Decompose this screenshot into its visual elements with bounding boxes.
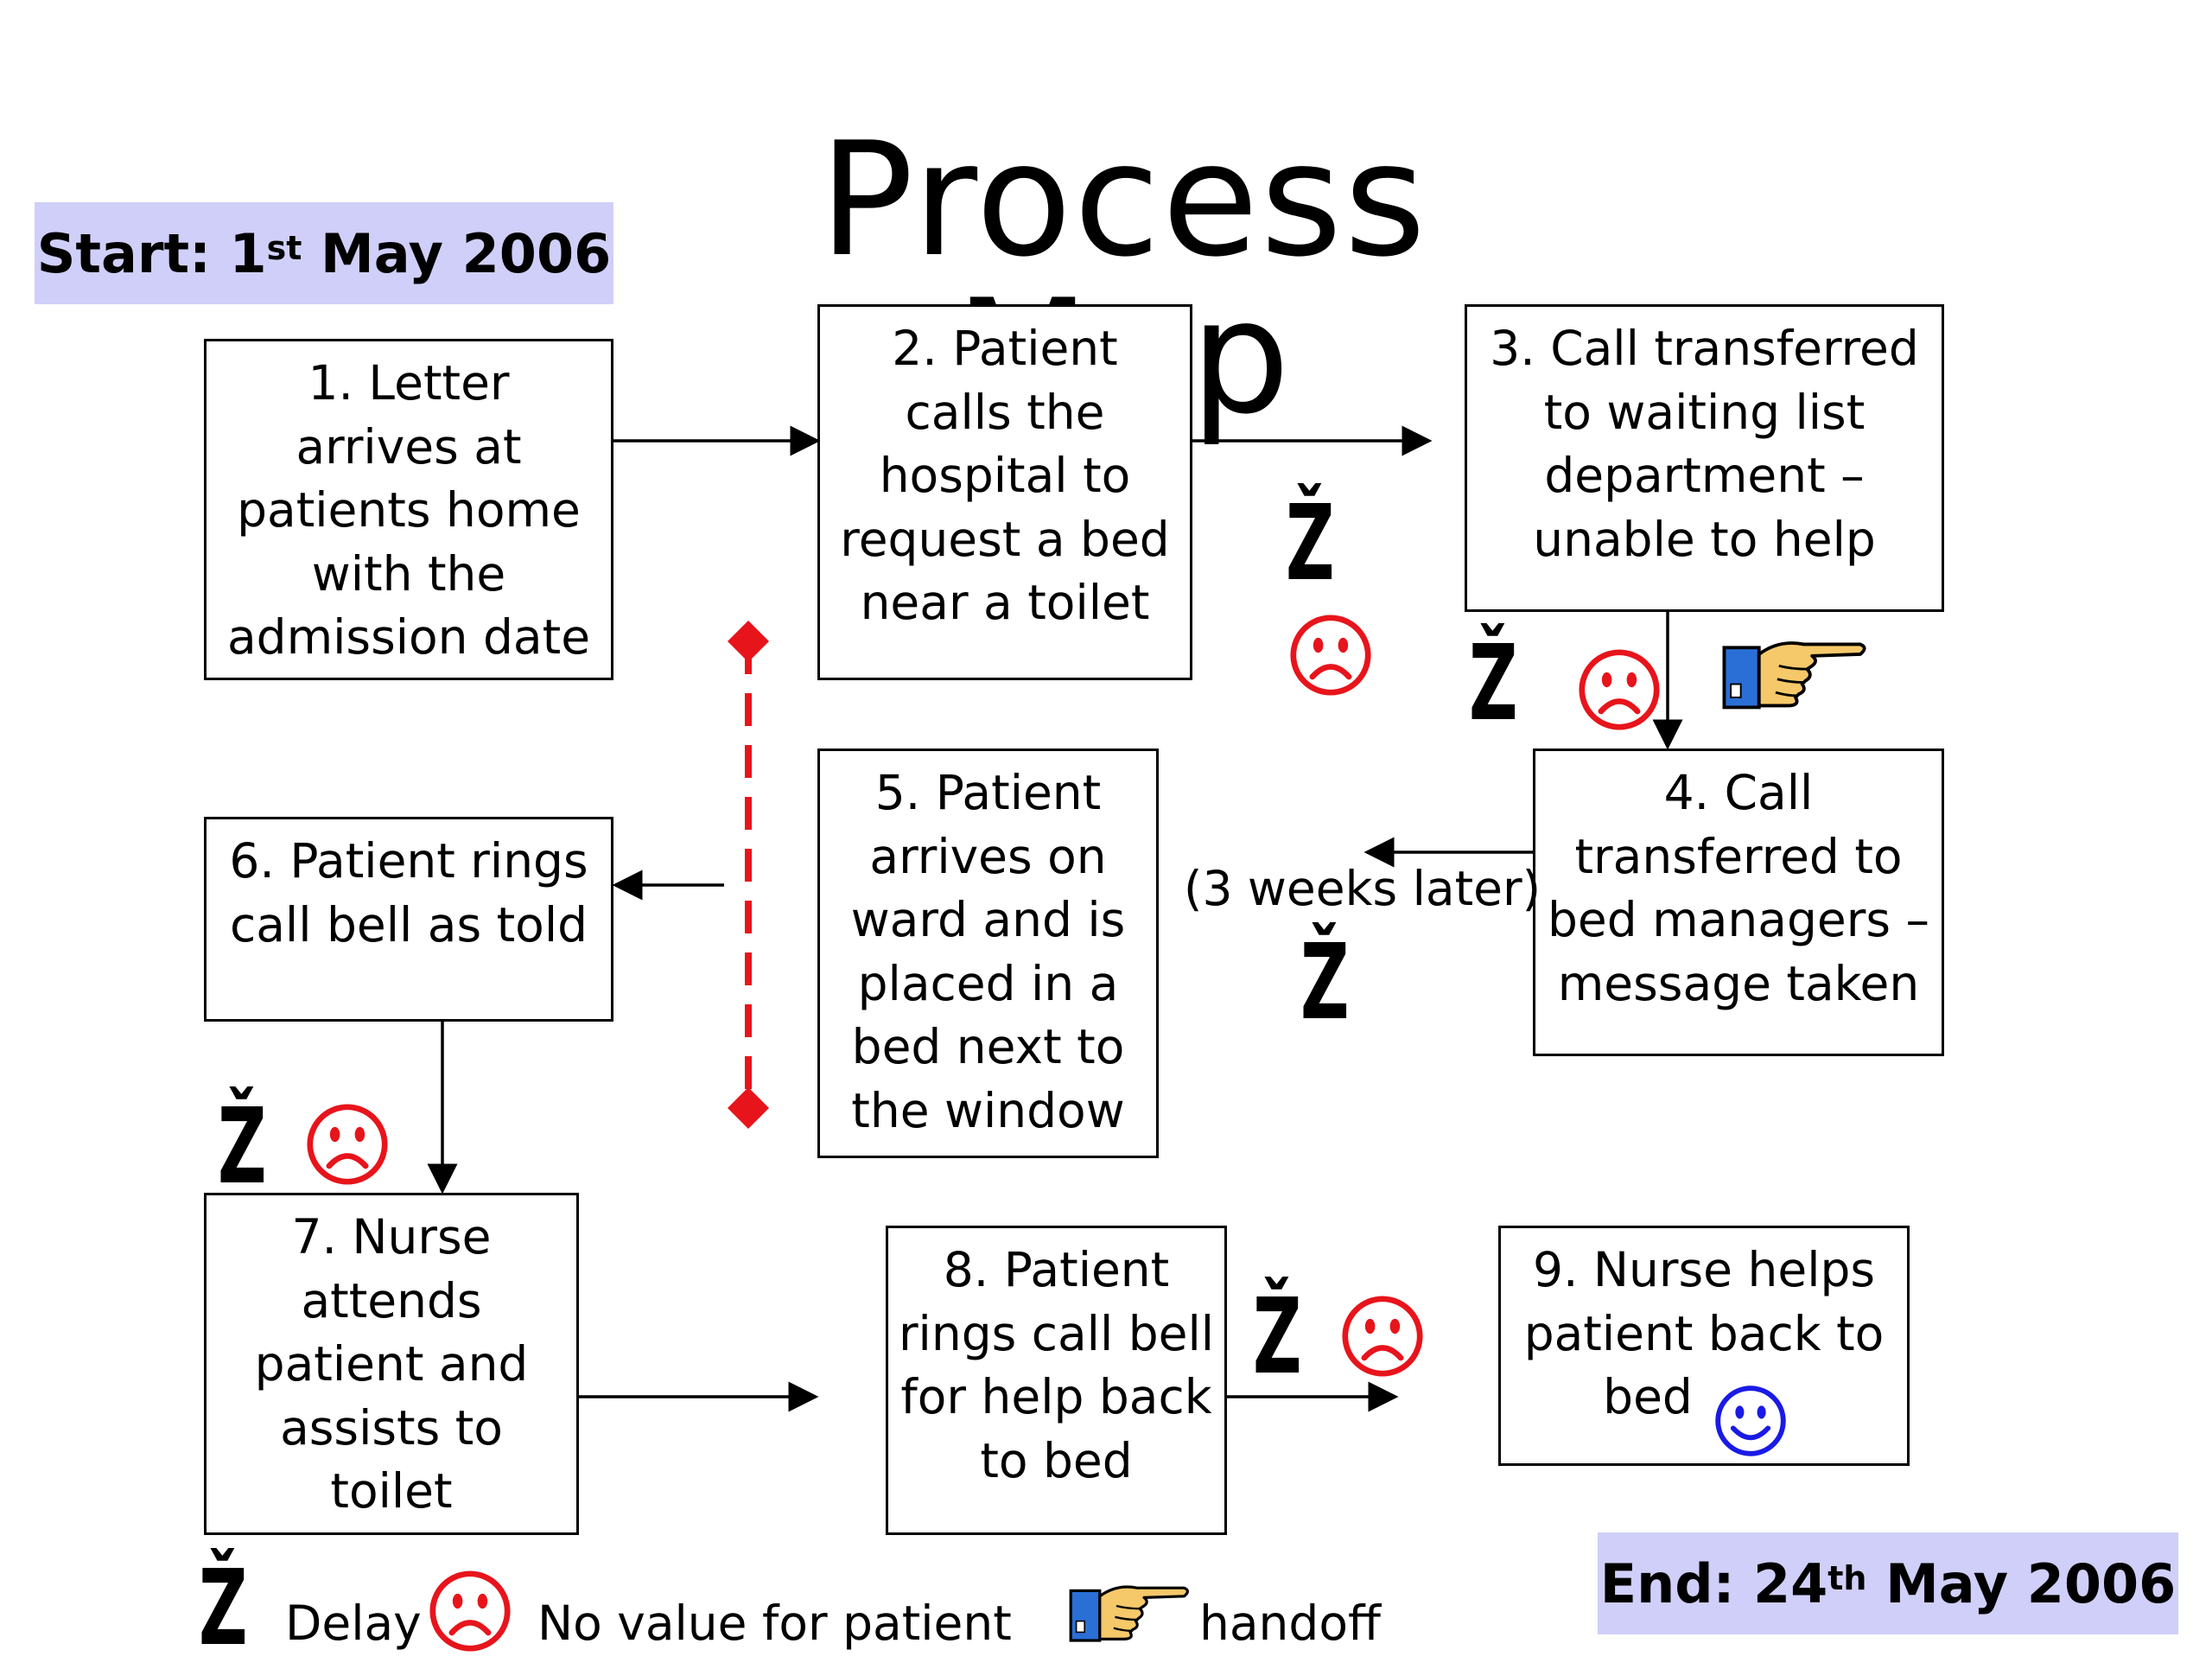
step-text-line: attends	[301, 1272, 482, 1328]
sad-face-icon	[429, 1570, 511, 1652]
end-day: 24	[1752, 1551, 1828, 1615]
step-text-line: 7. Nurse	[291, 1209, 492, 1264]
step-text-line: unable to help	[1533, 511, 1876, 567]
step-text-line: to waiting list	[1543, 384, 1866, 440]
end-month-year: May 2006	[1885, 1551, 2177, 1615]
step-5-box: 5. Patient arrives on ward and is placed in…	[817, 749, 1159, 1158]
step-text-line: transferred to	[1574, 828, 1903, 884]
three-weeks-later-label: (3 weeks later)	[1184, 861, 1541, 916]
step-text-line: 8. Patient	[943, 1242, 1170, 1297]
step-text-line: message taken	[1557, 955, 1920, 1011]
delay-icon: Ž	[1469, 624, 1518, 744]
step-8-box: 8. Patient rings call bell for help back to…	[886, 1226, 1227, 1535]
delay-icon: Ž	[1253, 1277, 1302, 1398]
step-3-box: 3. Call transferred to waiting list depart…	[1465, 304, 1944, 612]
step-text-line: hospital to	[879, 448, 1131, 503]
delay-icon: Ž	[199, 1549, 248, 1669]
sad-face-icon	[1342, 1296, 1423, 1377]
step-text-line: 2. Patient	[892, 321, 1118, 376]
step-text-line: the window	[851, 1082, 1125, 1138]
step-text-line: 1. Letter	[308, 355, 510, 411]
step-text-line: bed	[1603, 1369, 1693, 1424]
step-text-line: to bed	[980, 1432, 1133, 1488]
step-6-box: 6. Patient rings call bell as told	[204, 817, 613, 1022]
step-text-line: 3. Call transferred	[1490, 321, 1919, 376]
start-day: 1	[229, 221, 267, 285]
step-text-line: placed in a	[857, 955, 1119, 1011]
legend-delay-label: Delay	[285, 1596, 422, 1651]
happy-face-icon	[1715, 1386, 1786, 1456]
step-9-box: 9. Nurse helps patient back to bed	[1498, 1226, 1910, 1466]
step-2-box: 2. Patient calls the hospital to request a …	[817, 304, 1192, 680]
start-suffix: st	[266, 229, 302, 267]
start-label: Start:	[36, 221, 211, 285]
step-text-line: patients home	[237, 482, 581, 538]
step-text-line: bed managers –	[1548, 892, 1929, 947]
end-suffix: th	[1827, 1559, 1867, 1597]
step-text-line: arrives on	[869, 828, 1107, 884]
delay-icon: Ž	[1300, 923, 1350, 1043]
step-4-box: 4. Call transferred to bed managers – messa…	[1533, 749, 1944, 1056]
sad-face-icon	[1579, 649, 1660, 730]
step-text-line: toilet	[330, 1463, 453, 1519]
step-text-line: 6. Patient rings	[229, 833, 588, 889]
step-text-line: 9. Nurse helps	[1532, 1242, 1876, 1297]
end-label: End:	[1599, 1551, 1735, 1615]
step-text-line: admission date	[226, 609, 591, 665]
step-text-line: with the	[311, 545, 506, 602]
legend-no-value-label: No value for patient	[537, 1596, 1012, 1651]
legend-handoff-label: handoff	[1199, 1596, 1381, 1651]
step-text-line: bed next to	[851, 1019, 1125, 1074]
step-text-line: rings call bell	[898, 1305, 1215, 1361]
step-text-line: call bell as told	[229, 896, 588, 952]
step-text-line: for help back	[900, 1369, 1212, 1424]
step-1-box: 1. Letter arrives at patients home with the…	[204, 339, 613, 680]
step-text-line: patient back to	[1523, 1305, 1885, 1361]
pointing-hand-icon	[1069, 1585, 1189, 1642]
step-text-line: patient and	[254, 1336, 529, 1392]
start-month-year: May 2006	[321, 221, 612, 285]
pointing-hand-icon	[1722, 641, 1866, 710]
step-text-line: near a toilet	[860, 575, 1150, 630]
sad-face-icon	[1290, 615, 1371, 696]
sad-face-icon	[307, 1104, 388, 1185]
delay-icon: Ž	[1286, 484, 1335, 604]
delay-icon: Ž	[218, 1087, 267, 1207]
step-text-line: 5. Patient	[874, 765, 1102, 820]
step-text-line: request a bed	[840, 511, 1170, 567]
step-text-line: 4. Call	[1663, 765, 1814, 820]
step-text-line: ward and is	[850, 892, 1126, 947]
step-text-line: assists to	[280, 1399, 503, 1456]
step-7-box: 7. Nurse attends patient and assists to toil…	[204, 1193, 579, 1535]
step-text-line: department –	[1544, 448, 1865, 503]
step-text-line: calls the	[905, 384, 1105, 440]
step-text-line: arrives at	[296, 418, 522, 475]
